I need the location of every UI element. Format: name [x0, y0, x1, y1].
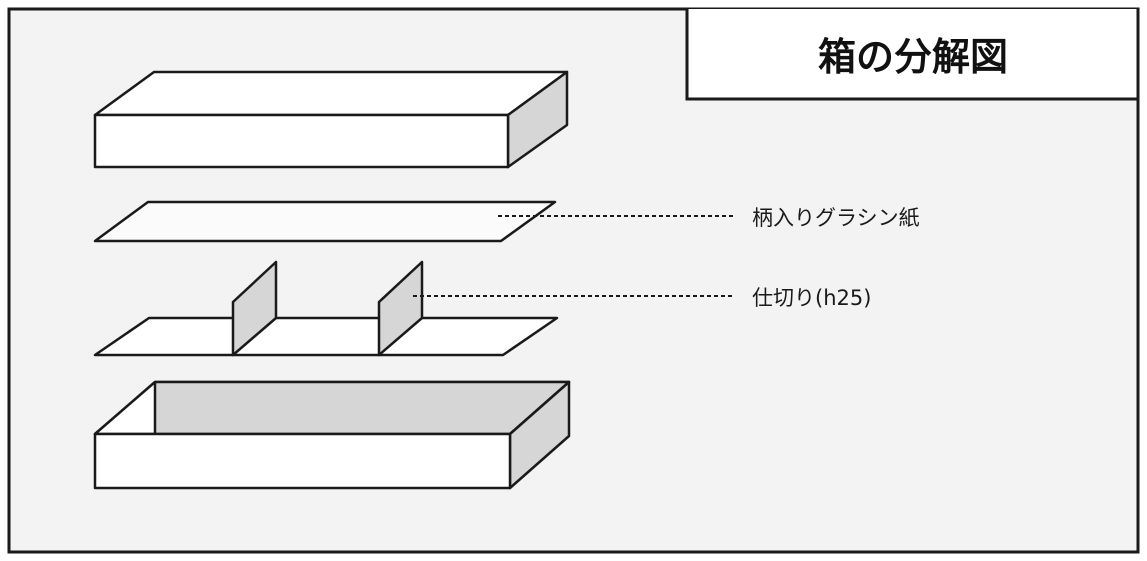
lid-top-face: [93, 70, 569, 117]
page-title: 箱の分解図: [818, 35, 1008, 79]
title-box: 箱の分解図: [685, 9, 1140, 101]
lid-front-face: [93, 113, 510, 169]
glassine-sheet-part: 柄入りグラシン紙: [93, 200, 920, 243]
glassine-label: 柄入りグラシン紙: [752, 206, 920, 230]
base-tray-part: [93, 380, 571, 490]
lid-part: [93, 70, 569, 169]
divider-base-sheet: [93, 316, 559, 357]
divider-part: 仕切り(h25): [93, 260, 871, 357]
tray-inner-back-wall: [95, 382, 569, 434]
tray-front-face: [93, 432, 512, 490]
divider-partition-right: [377, 260, 424, 357]
divider-label: 仕切り(h25): [752, 286, 871, 310]
glassine-sheet: [93, 200, 557, 243]
divider-partition-left: [231, 260, 278, 357]
